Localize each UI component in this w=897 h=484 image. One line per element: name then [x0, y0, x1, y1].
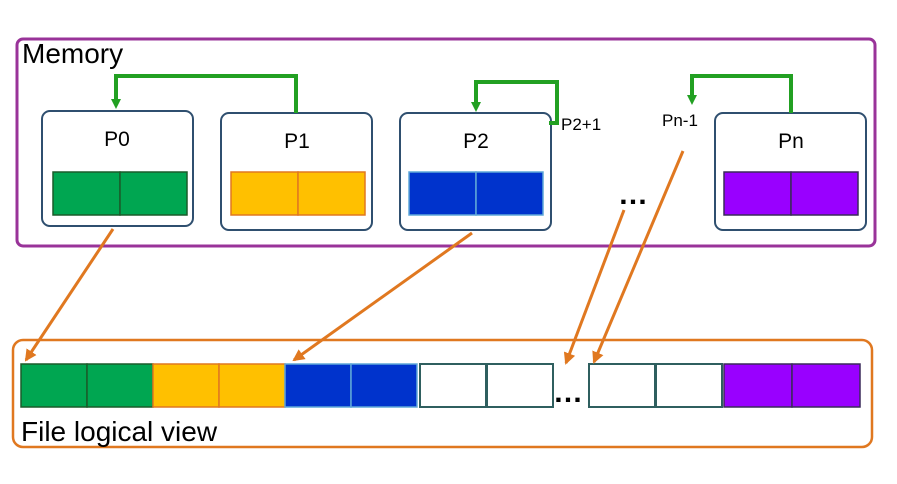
green-arrow-p2next-to-p2 [471, 80, 559, 125]
orange-arrow-p2-to-file [292, 231, 473, 362]
orange-arrow-p2next-to-file [563, 209, 626, 365]
p1-cell-2 [297, 171, 366, 216]
annotation-pn-prev: Pn-1 [662, 111, 698, 130]
p2-cell-2 [475, 171, 544, 216]
file-cells [20, 363, 861, 408]
file-ellipsis: … [553, 376, 585, 409]
process-box-p2 [399, 112, 552, 231]
process-box-p1 [220, 112, 373, 231]
file-cell-p0-2 [86, 363, 154, 408]
file-cell-p2next-2 [486, 363, 554, 408]
green-arrow-pn-to-pnprev [687, 74, 793, 113]
file-cell-p2-1 [284, 363, 352, 408]
process-label-p0: P0 [104, 128, 130, 151]
file-cell-pn-2 [791, 363, 861, 408]
file-cell-pnprev-1 [588, 363, 656, 408]
green-arrow-p1-to-p0 [111, 74, 298, 113]
process-box-p0 [41, 110, 194, 227]
memory-label: Memory [22, 38, 124, 69]
p0-cell-1 [52, 171, 121, 216]
file-cell-pnprev-2 [655, 363, 723, 408]
memory-ellipsis: … [618, 178, 650, 211]
file-view-label: File logical view [21, 416, 218, 447]
file-cell-p1-1 [152, 363, 220, 408]
p2-cell-1 [408, 171, 477, 216]
process-label-p1: P1 [284, 130, 310, 153]
file-cell-p2-2 [350, 363, 418, 408]
process-label-pn: Pn [778, 130, 804, 153]
orange-arrow-p0-to-file [24, 228, 115, 362]
file-region [11, 338, 874, 449]
annotation-p2-next: P2+1 [561, 115, 602, 134]
process-label-p2: P2 [463, 130, 489, 153]
pn-cell-2 [790, 171, 859, 216]
pn-cell-1 [723, 171, 792, 216]
p0-cell-2 [119, 171, 188, 216]
file-cell-pn-1 [723, 363, 793, 408]
file-cell-p0-1 [20, 363, 88, 408]
file-cell-p2next-1 [419, 363, 487, 408]
orange-arrow-pnprev-to-file [592, 150, 685, 364]
p1-cell-1 [230, 171, 299, 216]
memory-region [15, 37, 877, 248]
file-cell-p1-2 [218, 363, 286, 408]
